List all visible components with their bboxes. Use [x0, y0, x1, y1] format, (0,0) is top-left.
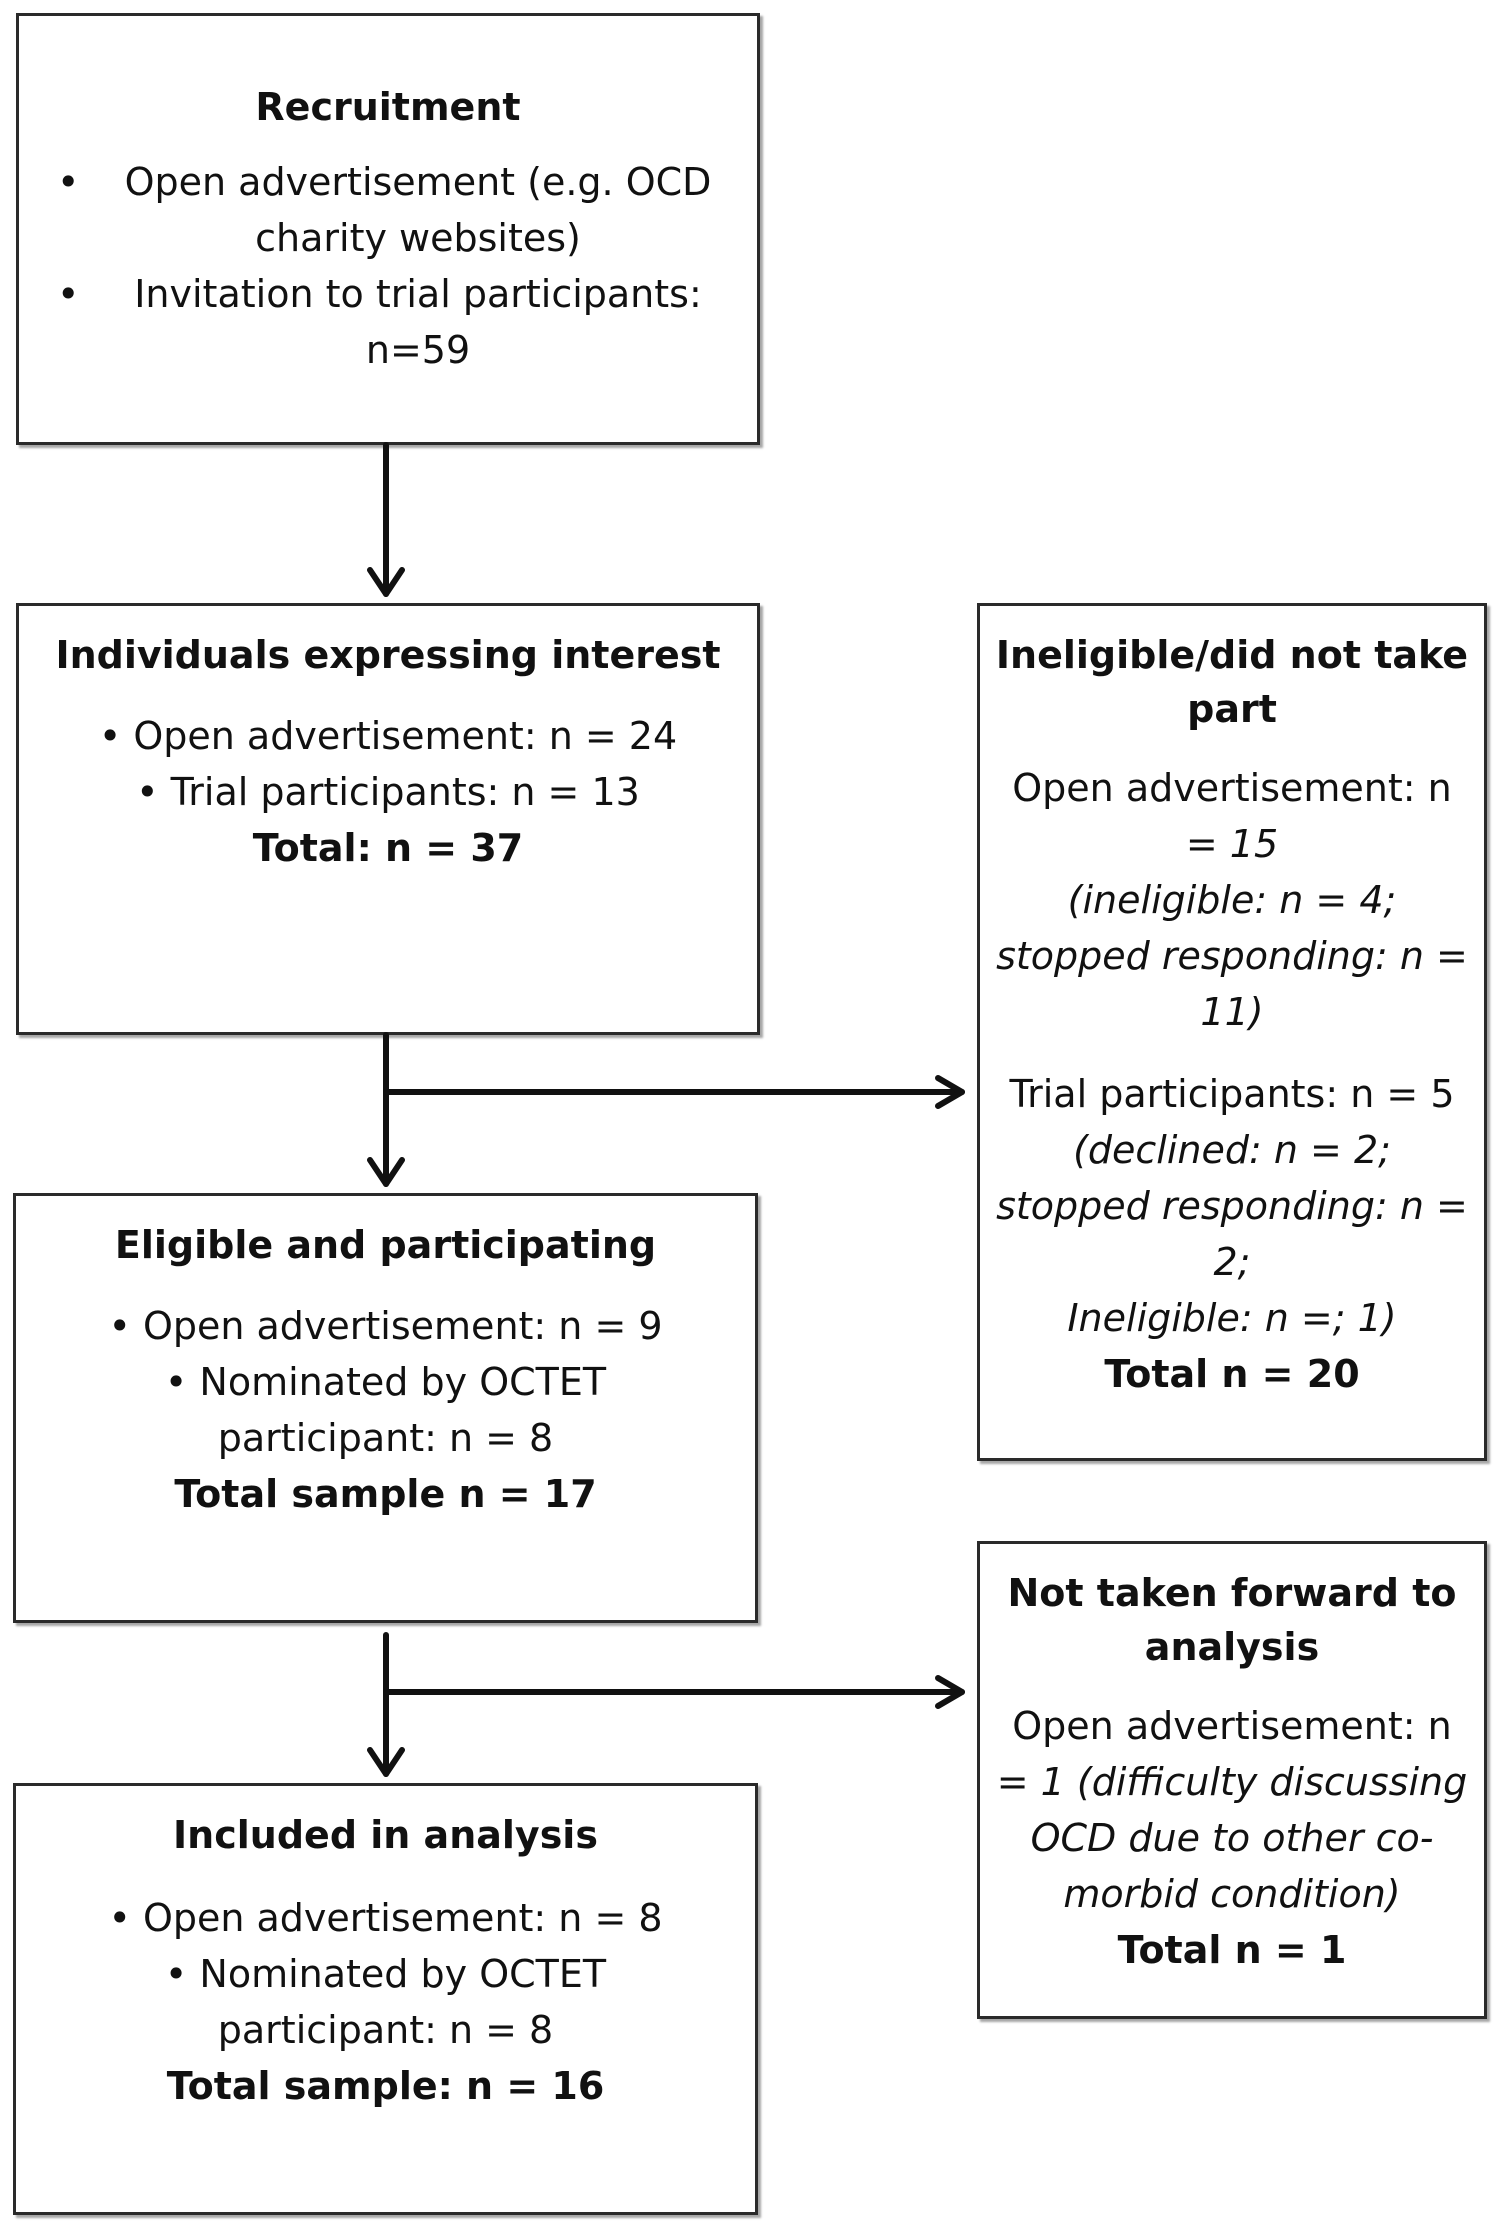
arrowhead-eligible-to-included: [367, 1747, 405, 1777]
not-forward-line-4: morbid condition): [1063, 1872, 1401, 1916]
recruitment-bullet-2-line-1: Invitation to trial participants:: [134, 272, 702, 316]
interest-bullet-1: • Open advertisement: n = 24: [98, 714, 678, 758]
ineligible-open-detail-1: (ineligible: n = 4;: [1067, 878, 1397, 922]
eligible-bullet-2: • Nominated by OCTET: [164, 1360, 607, 1404]
interest-bullet-2: • Trial participants: n = 13: [136, 770, 640, 814]
ineligible-open-detail-2: stopped responding: n =: [996, 934, 1468, 978]
not-forward-total: Total n = 1: [1117, 1928, 1347, 1972]
recruitment-bullet-1-line-1: Open advertisement (e.g. OCD: [124, 160, 712, 204]
included-bullet-2: • Nominated by OCTET: [164, 1952, 607, 1996]
not-forward-body: Open advertisement: n = 1 (difficulty di…: [980, 1698, 1484, 1978]
ineligible-trial-detail-2: stopped responding: n =: [996, 1184, 1468, 1228]
recruitment-box: Recruitment • Open advertisement (e.g. O…: [16, 13, 760, 445]
ineligible-trial-detail-1: (declined: n = 2;: [1073, 1128, 1391, 1172]
eligible-bullet-2-line-1: Nominated by OCTET: [199, 1360, 607, 1404]
ineligible-open-line-1: Open advertisement: n: [1012, 766, 1452, 810]
ineligible-open-group: Open advertisement: n = 15 (ineligible: …: [980, 760, 1484, 1040]
not-forward-title-line-2: analysis: [1144, 1625, 1320, 1669]
recruitment-bullet-1-line-2: charity websites): [255, 216, 581, 260]
ineligible-trial-detail-3: 2;: [1213, 1240, 1251, 1284]
recruitment-bullet-1: • Open advertisement (e.g. OCD charity w…: [19, 154, 757, 266]
arrowhead-branch-to-ineligible: [935, 1075, 965, 1109]
not-forward-line-1: Open advertisement: n: [1012, 1704, 1452, 1748]
ineligible-title-line-2: part: [1187, 687, 1277, 731]
included-bullet-2-line-1: Nominated by OCTET: [199, 1952, 607, 1996]
interest-box: Individuals expressing interest • Open a…: [16, 603, 760, 1035]
included-bullet-1: • Open advertisement: n = 8: [108, 1896, 663, 1940]
eligible-list: • Open advertisement: n = 9 • Nominated …: [16, 1298, 755, 1522]
ineligible-open-detail-3: 11): [1200, 990, 1264, 1034]
eligible-bullet-1-text: Open advertisement: n = 9: [142, 1304, 663, 1348]
ineligible-open-line-2: = 15: [1185, 822, 1279, 866]
ineligible-box: Ineligible/did not take part Open advert…: [977, 603, 1487, 1461]
ineligible-trial-line-1: Trial participants: n = 5: [1009, 1072, 1455, 1116]
arrowhead-branch-to-not-forward: [935, 1675, 965, 1709]
eligible-box: Eligible and participating • Open advert…: [13, 1193, 758, 1623]
recruitment-bullet-2-line-2: n=59: [365, 328, 471, 372]
bullet-icon: •: [57, 160, 80, 204]
ineligible-trial-group: Trial participants: n = 5 (declined: n =…: [980, 1066, 1484, 1402]
interest-title: Individuals expressing interest: [55, 633, 721, 677]
not-forward-title-line-1: Not taken forward to: [1007, 1571, 1457, 1615]
recruitment-title: Recruitment: [255, 85, 521, 129]
eligible-bullet-2-line-2: participant: n = 8: [217, 1416, 554, 1460]
eligible-bullet-1: • Open advertisement: n = 9: [108, 1304, 663, 1348]
arrowhead-recruitment-to-interest: [367, 567, 405, 597]
arrowhead-interest-to-eligible: [367, 1157, 405, 1187]
ineligible-title-line-1: Ineligible/did not take: [995, 633, 1469, 677]
included-bullet-2-line-2: participant: n = 8: [217, 2008, 554, 2052]
not-forward-line-2: = 1 (difficulty discussing: [996, 1760, 1468, 1804]
ineligible-trial-detail-4: Ineligible: n =; 1): [1067, 1296, 1397, 1340]
interest-bullet-1-text: Open advertisement: n = 24: [133, 714, 678, 758]
eligible-title: Eligible and participating: [114, 1223, 657, 1267]
interest-bullet-2-text: Trial participants: n = 13: [170, 770, 640, 814]
included-bullet-1-text: Open advertisement: n = 8: [142, 1896, 663, 1940]
interest-list: • Open advertisement: n = 24 • Trial par…: [19, 708, 757, 876]
included-list: • Open advertisement: n = 8 • Nominated …: [16, 1890, 755, 2114]
not-forward-line-3: OCD due to other co-: [1030, 1816, 1434, 1860]
interest-total: Total: n = 37: [252, 826, 524, 870]
included-total: Total sample: n = 16: [166, 2064, 605, 2108]
included-box: Included in analysis • Open advertisemen…: [13, 1783, 758, 2215]
not-forward-box: Not taken forward to analysis Open adver…: [977, 1541, 1487, 2019]
eligible-total: Total sample n = 17: [174, 1472, 597, 1516]
recruitment-bullet-2: • Invitation to trial participants: n=59: [19, 266, 757, 378]
ineligible-total: Total n = 20: [1104, 1352, 1360, 1396]
included-title: Included in analysis: [173, 1813, 598, 1857]
bullet-icon: •: [57, 272, 80, 316]
